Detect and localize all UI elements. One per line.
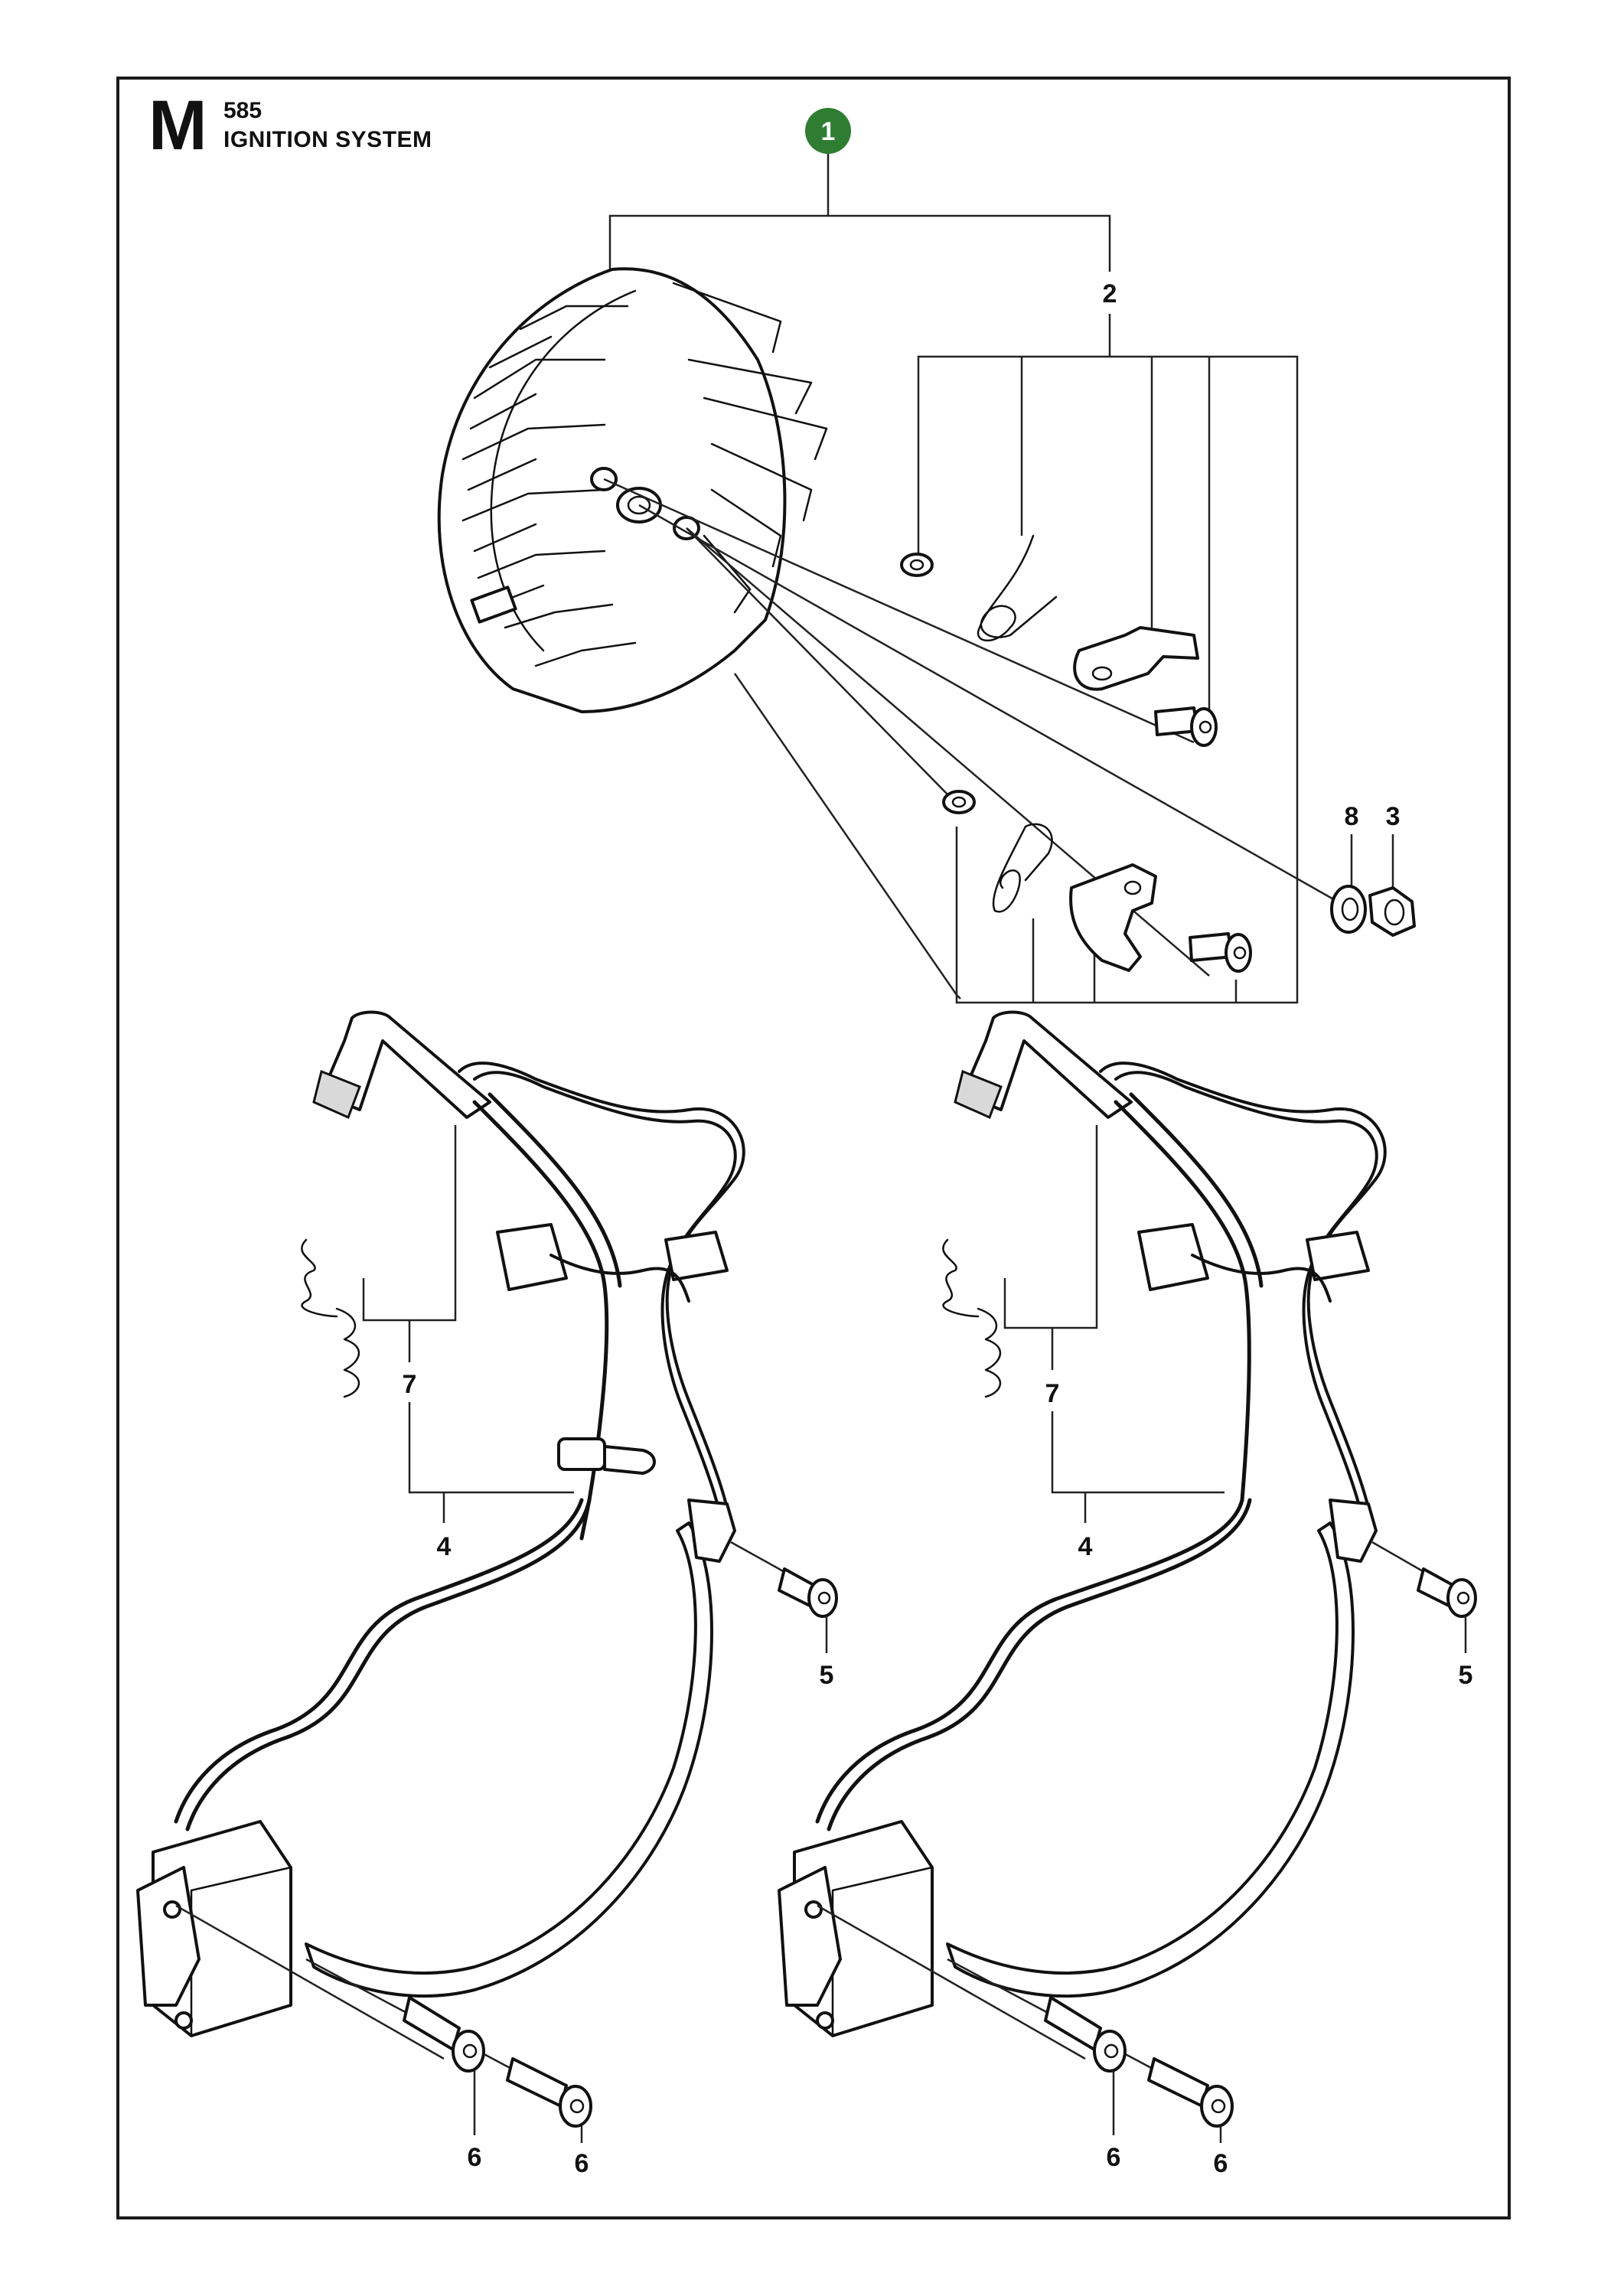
washer-lower[interactable]: [942, 790, 976, 814]
callout-6b-right[interactable]: 6: [1214, 2149, 1228, 2178]
pawl-upper[interactable]: [1073, 626, 1199, 691]
screw-6a-left[interactable]: [403, 1996, 485, 2073]
callout-4-left[interactable]: 4: [437, 1532, 452, 1561]
washer-upper[interactable]: [900, 553, 934, 577]
callout-5-left[interactable]: 5: [820, 1661, 834, 1690]
section-title: IGNITION SYSTEM: [223, 127, 432, 152]
callout-6b-left[interactable]: 6: [575, 2149, 589, 2178]
spring-clip-right[interactable]: [942, 1238, 1002, 1398]
screw-6b-right[interactable]: [1147, 2057, 1234, 2128]
ignition-module-left[interactable]: [136, 1010, 745, 2037]
screw-5-right[interactable]: [1417, 1567, 1477, 1618]
diagram-frame: [116, 77, 1511, 2219]
pawl-lower[interactable]: [1069, 863, 1157, 972]
model-number: 585: [223, 98, 263, 123]
callout-5-right[interactable]: 5: [1459, 1661, 1473, 1690]
screw-6b-left[interactable]: [506, 2057, 592, 2128]
spring-upper[interactable]: [977, 534, 1058, 642]
spring-lower[interactable]: [992, 823, 1053, 913]
screw-5-left[interactable]: [778, 1567, 838, 1618]
spring-clip-left[interactable]: [301, 1238, 360, 1398]
callout-8-label[interactable]: 8: [1345, 802, 1359, 831]
flywheel-nut[interactable]: [1368, 886, 1416, 937]
callout-6a-right[interactable]: 6: [1107, 2143, 1121, 2172]
screw-upper[interactable]: [1154, 706, 1218, 747]
flywheel[interactable]: [437, 267, 828, 713]
callout-4-right[interactable]: 4: [1078, 1532, 1093, 1561]
ignition-module-right[interactable]: [778, 1010, 1387, 2037]
screw-6a-right[interactable]: [1044, 1996, 1127, 2073]
callout-6a-left[interactable]: 6: [468, 2143, 482, 2172]
callout-3-label[interactable]: 3: [1386, 802, 1401, 831]
callout-1-badge[interactable]: 1: [805, 108, 851, 154]
callout-2-label[interactable]: 2: [1103, 279, 1117, 308]
callout-1-label: 1: [821, 117, 836, 146]
callout-7-right[interactable]: 7: [1045, 1379, 1060, 1408]
washer-main[interactable]: [1330, 885, 1367, 934]
section-letter: M: [148, 86, 207, 165]
screw-lower[interactable]: [1189, 932, 1252, 973]
callout-7-left[interactable]: 7: [403, 1370, 417, 1399]
